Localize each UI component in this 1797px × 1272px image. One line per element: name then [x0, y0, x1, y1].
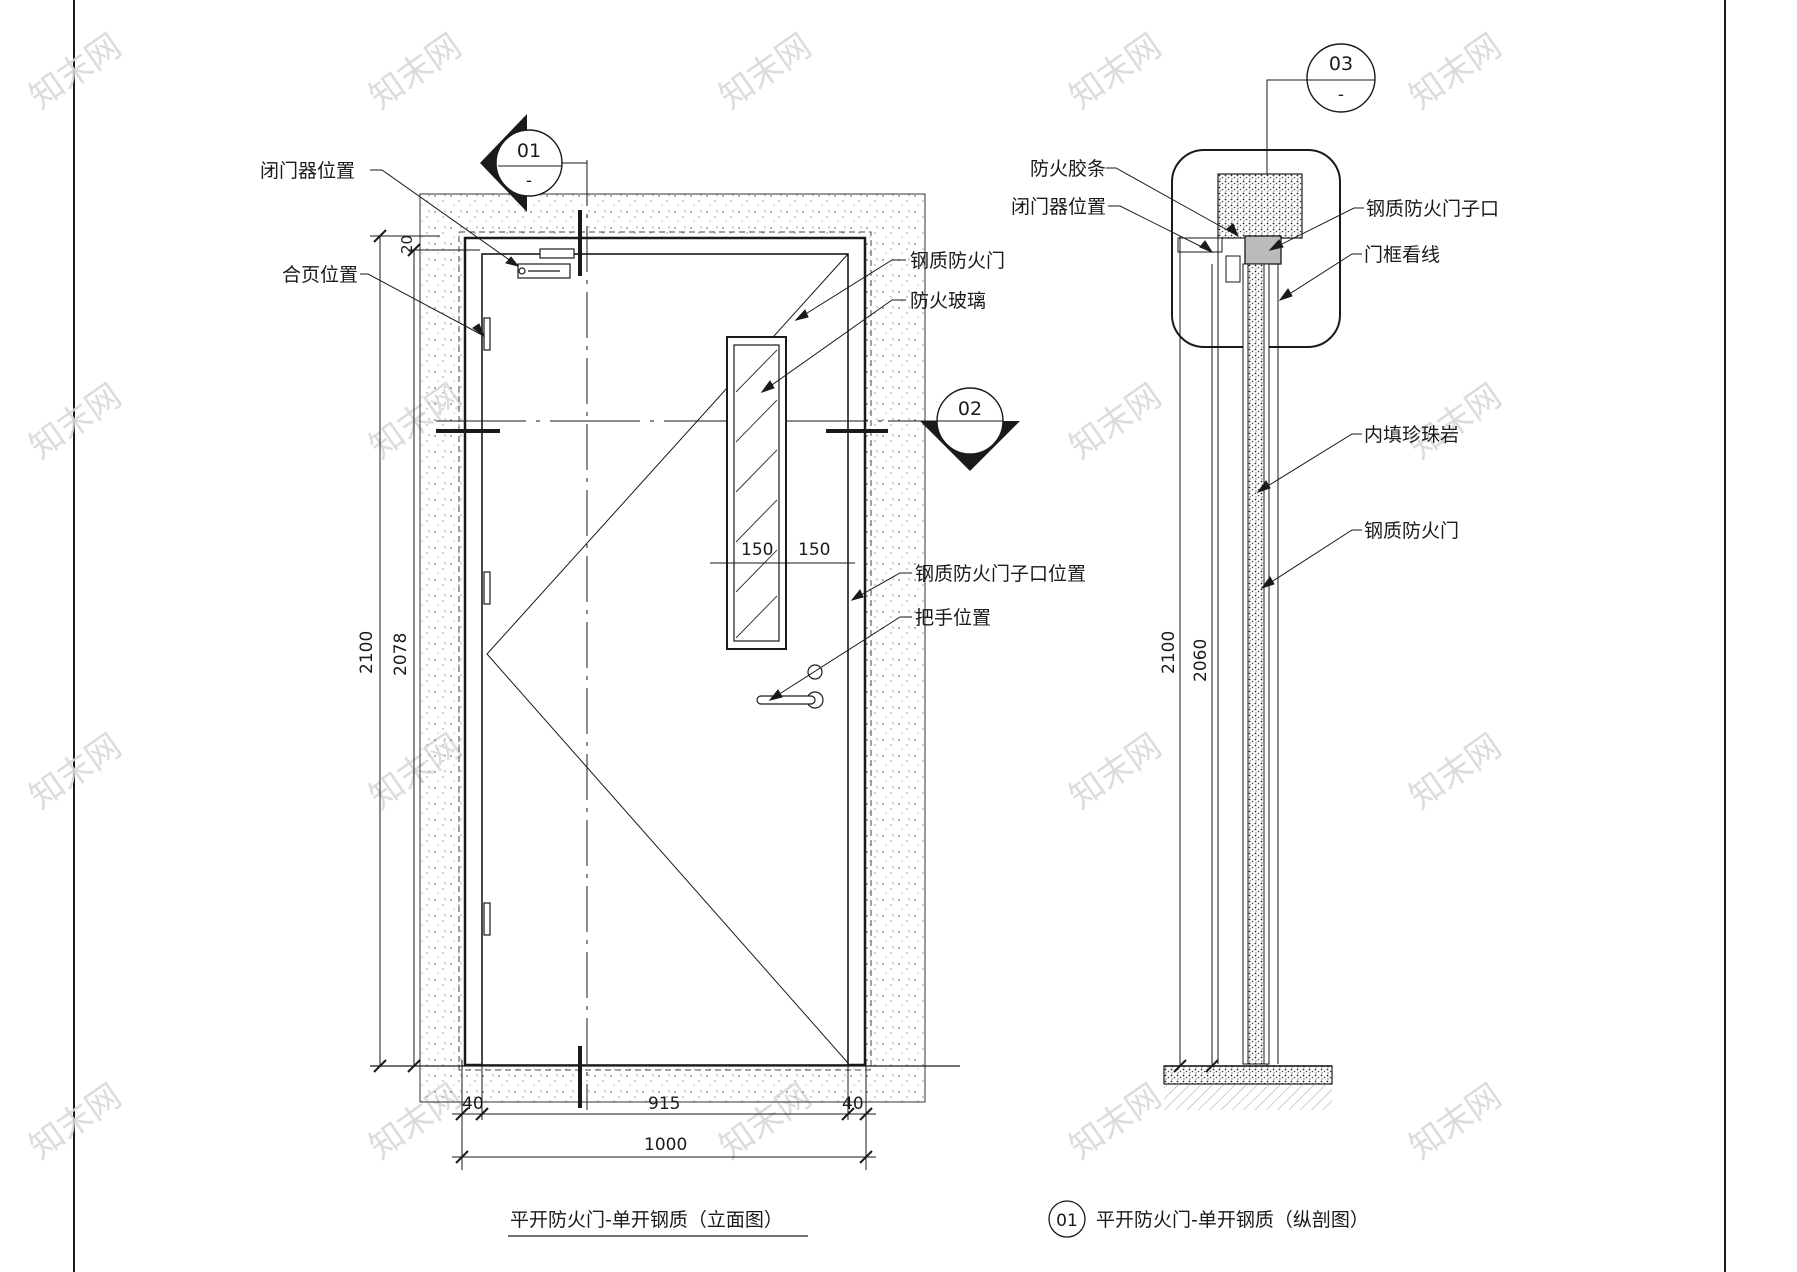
label-section-closer: 闭门器位置 — [1011, 196, 1106, 218]
watermark-text: 知末网 — [1062, 376, 1168, 467]
callout-01-sheet: - — [526, 171, 532, 191]
label-section-steel-door: 钢质防火门 — [1364, 520, 1459, 542]
watermark-text: 知末网 — [362, 26, 468, 117]
dim-glass-left: 150 — [741, 540, 773, 560]
elevation-leaders — [360, 169, 912, 701]
label-frame-sightline: 门框看线 — [1364, 244, 1440, 266]
label-perlite-fill: 内填珍珠岩 — [1364, 424, 1459, 446]
floor-substrate — [1164, 1084, 1332, 1110]
dim-frame-right: 40 — [842, 1094, 864, 1114]
watermark-text: 知末网 — [1062, 26, 1168, 117]
watermark-text: 知末网 — [1402, 726, 1508, 817]
watermark-text: 知末网 — [1402, 1076, 1508, 1167]
section-title-ref: 01 — [1056, 1211, 1078, 1231]
door-handle-symbol — [756, 664, 824, 709]
hinge-symbols — [483, 317, 491, 936]
callout-03-number: 03 — [1329, 53, 1353, 75]
door-section: 03 - 2100 2060 — [1011, 43, 1499, 1238]
watermark-text: 知末网 — [1062, 726, 1168, 817]
dim-glass-right: 150 — [798, 540, 830, 560]
callout-01-number: 01 — [517, 140, 541, 162]
glass-dimension-line — [710, 556, 855, 570]
watermark-text: 知末网 — [22, 26, 128, 117]
watermark-text: 知末网 — [1402, 376, 1508, 467]
dim-top-gap: 20 — [398, 235, 416, 254]
section-dim-overall-height: 2100 — [1159, 631, 1179, 674]
leaf-right-skin — [1263, 263, 1270, 1065]
dim-leaf-width: 915 — [648, 1094, 680, 1114]
label-handle: 把手位置 — [915, 607, 991, 629]
callout-03-sheet: - — [1338, 85, 1344, 105]
floor-finish — [1163, 1065, 1333, 1085]
dim-overall-width: 1000 — [644, 1135, 687, 1155]
watermark-text: 知末网 — [22, 726, 128, 817]
watermark-text: 知末网 — [1402, 26, 1508, 117]
label-closer: 闭门器位置 — [260, 160, 355, 182]
label-fire-strip: 防火胶条 — [1030, 158, 1106, 180]
dim-width-lines — [452, 1060, 876, 1170]
glass-hatching — [735, 349, 778, 639]
section-closer-symbol — [1177, 237, 1241, 283]
label-section-frame-opening: 钢质防火门子口 — [1366, 198, 1499, 220]
section-leaders — [1106, 167, 1364, 589]
callout-02-number: 02 — [958, 398, 982, 420]
door-closer-symbol — [517, 248, 575, 279]
door-elevation: 150 150 2100 2078 20 — [260, 114, 1086, 1237]
dim-leaf-height: 2078 — [391, 633, 411, 676]
dim-leaf-height-line — [407, 243, 480, 1073]
section-title-ref-circle — [1048, 1200, 1086, 1238]
label-frame-opening: 钢质防火门子口位置 — [915, 563, 1086, 585]
head-frame — [1244, 235, 1282, 265]
leaf-perlite-core — [1247, 263, 1265, 1065]
section-callout-01: 01 - — [480, 114, 587, 212]
elevation-title: 平开防火门-单开钢质（立面图） — [510, 1209, 783, 1231]
label-hinge: 合页位置 — [282, 264, 358, 286]
door-leaf — [481, 253, 849, 1066]
watermark-text: 知末网 — [712, 26, 818, 117]
watermark-text: 知末网 — [22, 1076, 128, 1167]
section-callout-03: 03 - — [1266, 43, 1376, 170]
dim-height-overall: 2100 — [357, 631, 377, 674]
frame-dashed — [458, 231, 872, 1071]
watermark-text: 知末网 — [22, 376, 128, 467]
leaf-left-skin — [1242, 263, 1249, 1065]
watermark-text: 知末网 — [1062, 1076, 1168, 1167]
label-fire-glass: 防火玻璃 — [910, 290, 986, 312]
section-dim-leaf-height: 2060 — [1191, 639, 1211, 682]
label-steel-door: 钢质防火门 — [910, 250, 1005, 272]
section-callout-02: 02 — [888, 387, 1020, 471]
dim-frame-left: 40 — [462, 1094, 484, 1114]
section-title: 平开防火门-单开钢质（纵剖图） — [1096, 1209, 1369, 1231]
dim-height-overall-line — [370, 229, 440, 1073]
vision-panel-glass — [733, 344, 780, 642]
section-dim-lines — [1173, 236, 1219, 1073]
